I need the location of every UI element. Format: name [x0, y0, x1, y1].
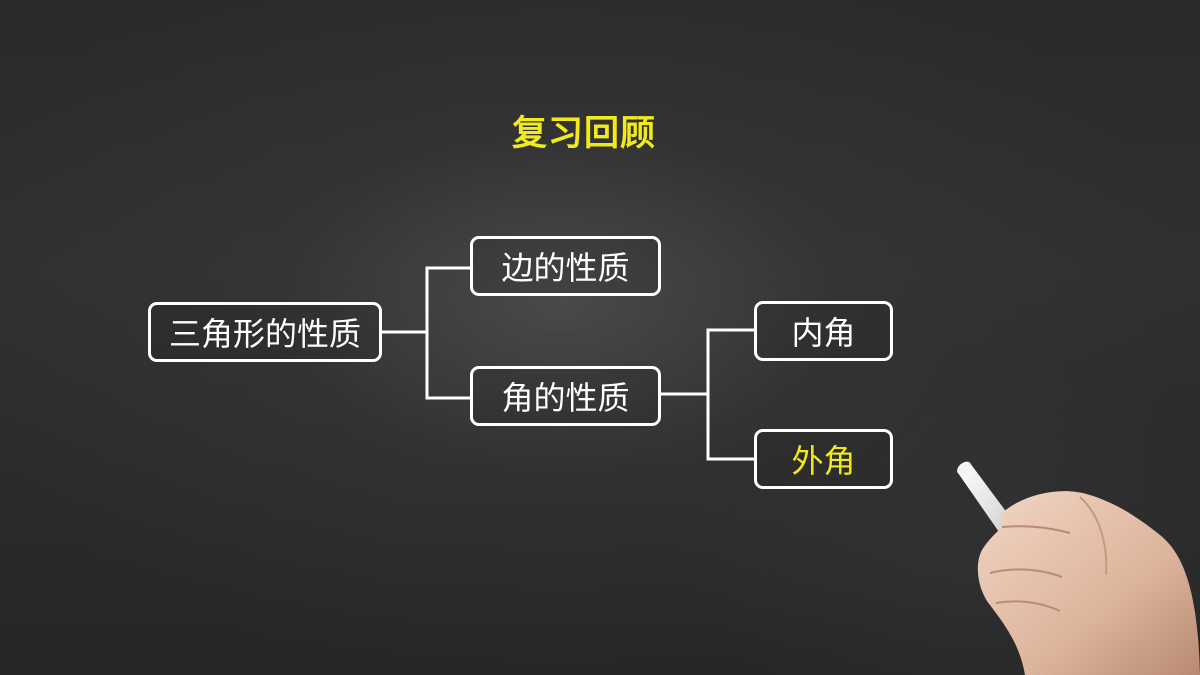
hand-shape — [977, 491, 1200, 675]
node-interior-angle: 内角 — [754, 301, 893, 361]
node-exterior-angle: 外角 — [754, 429, 893, 489]
node-triangle-properties: 三角形的性质 — [148, 302, 382, 362]
slide-title: 复习回顾 — [511, 114, 656, 154]
node-angle-properties: 角的性质 — [470, 366, 661, 426]
hand-holding-chalk-icon — [957, 461, 1200, 675]
node-side-properties: 边的性质 — [470, 236, 661, 296]
